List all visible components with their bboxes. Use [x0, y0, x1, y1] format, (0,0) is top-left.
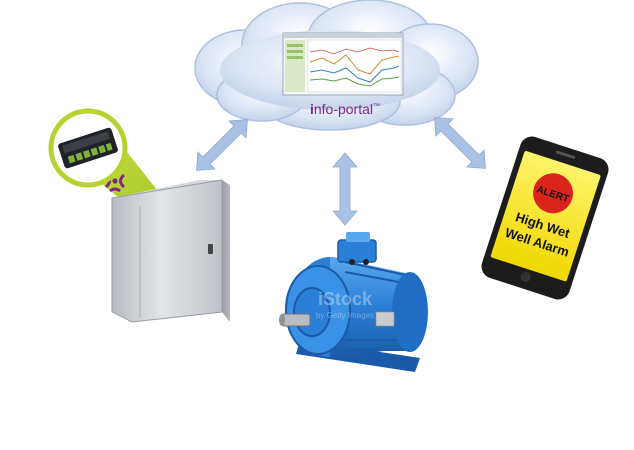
- phone-icon: ALERT High Wet Well Alarm: [481, 136, 609, 300]
- trademark: ™: [373, 103, 380, 110]
- portal-screenshot: [282, 32, 404, 96]
- brand-prefix: i: [310, 101, 314, 117]
- two-way-arrow-icon: [196, 119, 248, 171]
- watermark-brand: iStock: [318, 289, 373, 309]
- info-portal-logo: info-portal™: [310, 101, 380, 117]
- motor-icon: [279, 232, 428, 372]
- two-way-arrow-icon: [434, 117, 486, 169]
- controller-device-icon: [48, 108, 128, 188]
- brand-rest: nfo-portal: [314, 101, 373, 117]
- alert-badge: ALERT: [533, 173, 574, 214]
- two-way-arrow-icon: [332, 152, 358, 226]
- watermark: iStock by Getty Images: [316, 289, 374, 320]
- control-cabinet-icon: [48, 108, 230, 323]
- watermark-sub: by Getty Images: [316, 311, 374, 320]
- phone-screen: [490, 150, 601, 282]
